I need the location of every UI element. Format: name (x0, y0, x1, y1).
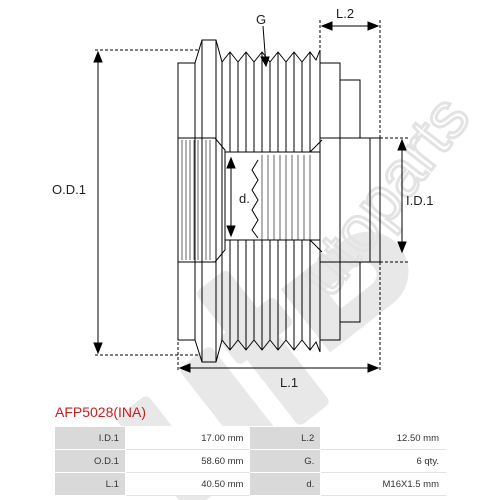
spec-value: 6 qty. (320, 449, 446, 473)
spec-value: M16X1.5 mm (320, 472, 446, 496)
label-od1: O.D.1 (52, 182, 86, 197)
spec-value: 12.50 mm (320, 426, 446, 450)
label-l2: L.2 (336, 6, 354, 21)
spec-label: O.D.1 (54, 449, 126, 473)
spec-table: I.D.1 17.00 mm L.2 12.50 mm O.D.1 58.60 … (54, 426, 446, 496)
spec-label: I.D.1 (54, 426, 126, 450)
table-row: O.D.1 58.60 mm G. 6 qty. (54, 449, 446, 473)
label-groove: G (256, 12, 266, 27)
dimension-lines (93, 20, 410, 373)
table-row: I.D.1 17.00 mm L.2 12.50 mm (54, 426, 446, 450)
spec-label: L.1 (54, 472, 126, 496)
spec-label: G. (249, 449, 322, 473)
label-l1: L.1 (280, 375, 298, 390)
spec-value: 17.00 mm (124, 426, 251, 450)
spec-value: 40.50 mm (124, 472, 251, 496)
label-id1: I.D.1 (406, 193, 433, 208)
spec-label: L.2 (249, 426, 322, 450)
spec-value: 58.60 mm (124, 449, 251, 473)
label-d: d. (239, 191, 250, 206)
table-row: L.1 40.50 mm d. M16X1.5 mm (54, 472, 446, 496)
spec-label: d. (249, 472, 322, 496)
part-number-title: AFP5028(INA) (55, 404, 147, 420)
